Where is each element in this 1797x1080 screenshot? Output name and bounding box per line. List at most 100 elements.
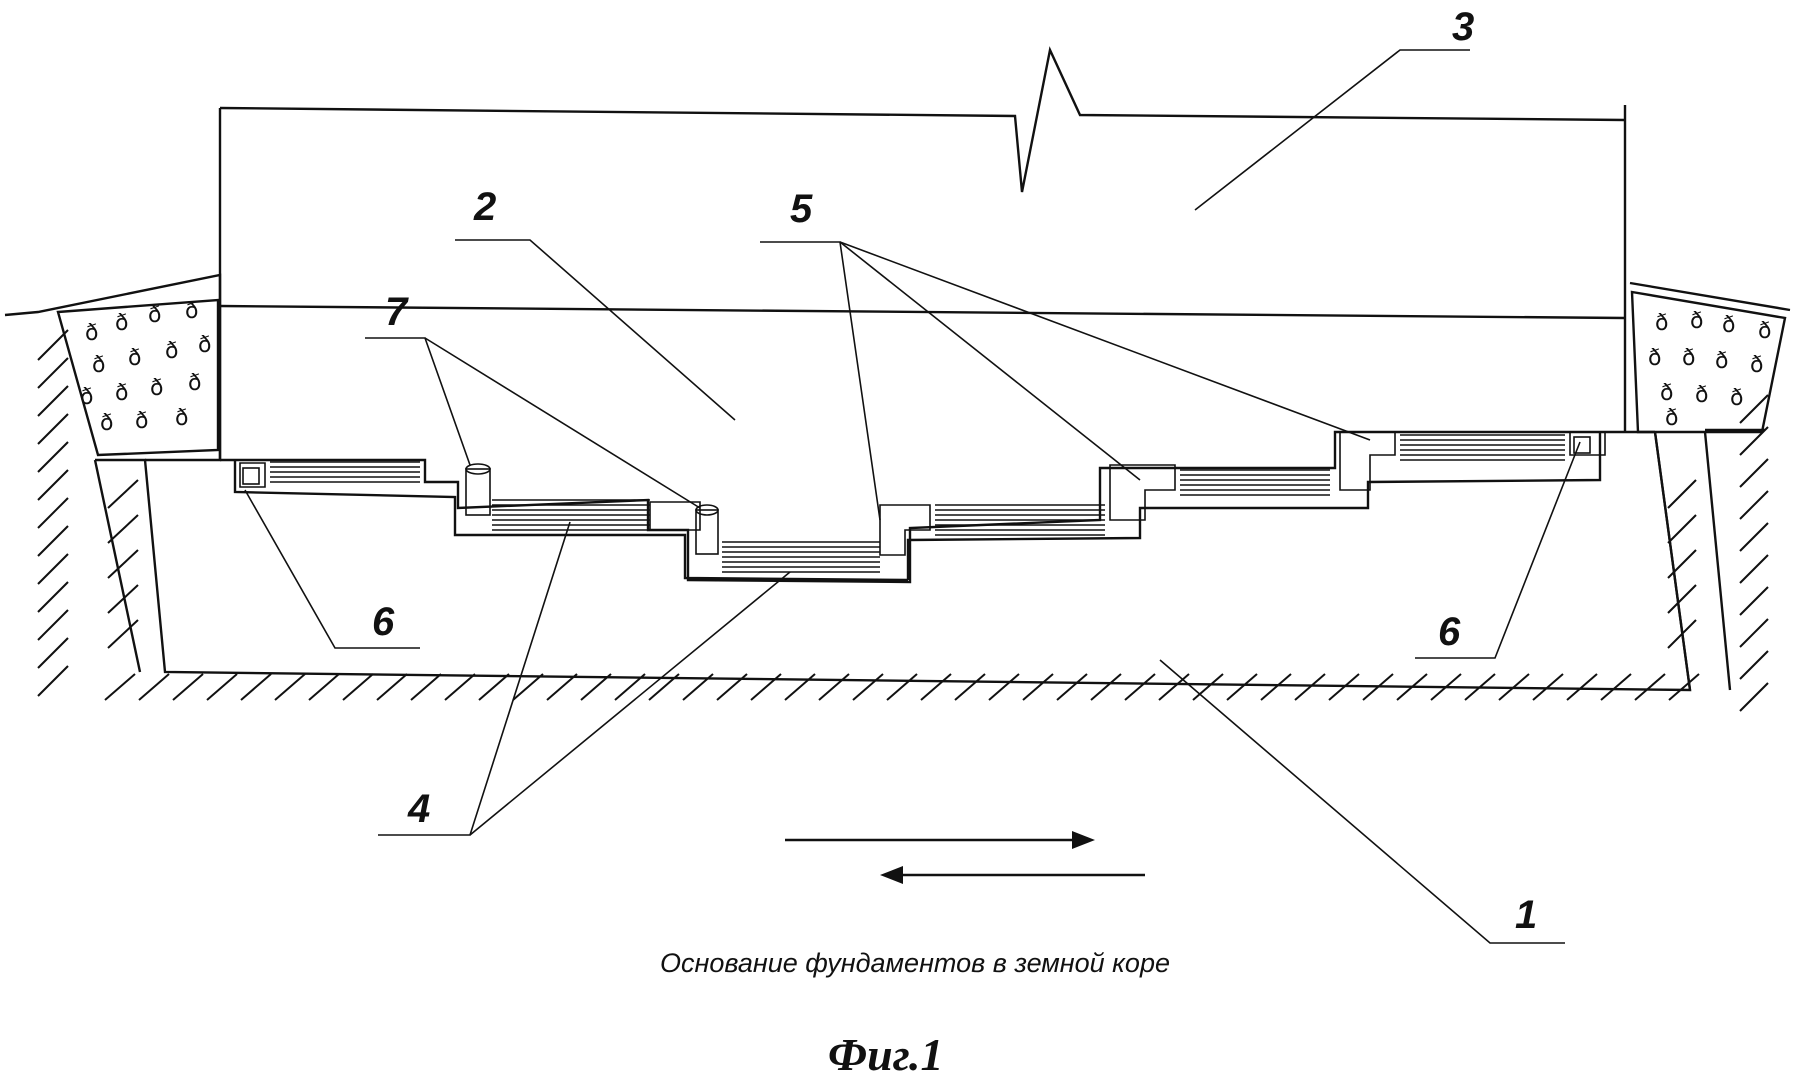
hatch-mark (107, 549, 139, 579)
hatch-mark (1294, 673, 1326, 701)
hatch-mark (1739, 682, 1769, 712)
hatch-mark (37, 469, 69, 501)
hatch-mark (37, 581, 69, 613)
gravel-symbol: ð (128, 346, 141, 371)
gravel-symbol: ð (135, 409, 148, 434)
gravel-symbol: ð (1715, 349, 1728, 374)
hatch-mark (1667, 549, 1697, 579)
hatch-mark (342, 673, 374, 701)
label-5: 5 (790, 187, 813, 231)
hatch-mark (1739, 458, 1769, 488)
hatch-mark (37, 609, 69, 641)
gravel-symbol: ð (185, 299, 198, 324)
gravel-symbol: ð (1690, 309, 1703, 334)
gravel-symbol: ð (92, 353, 105, 378)
hatch-mark (37, 525, 69, 557)
hatch-mark (1056, 673, 1088, 701)
hatch-mark (1739, 426, 1769, 456)
hatch-mark (478, 673, 510, 701)
hatch-mark (138, 673, 170, 701)
hatch-mark (1739, 490, 1769, 520)
hatch-mark (37, 637, 69, 669)
hatch-mark (1260, 673, 1292, 701)
hatch-mark (1600, 673, 1632, 701)
gravel-symbol: ð (100, 411, 113, 436)
label-1: 1 (1515, 893, 1537, 937)
hatch-mark (37, 385, 69, 417)
direction-arrows (785, 831, 1145, 884)
gravel-symbol: ð (150, 376, 163, 401)
gravel-symbol: ð (1695, 383, 1708, 408)
hatch-mark (410, 673, 442, 701)
label-3: 3 (1452, 5, 1474, 49)
hatch-mark (104, 673, 136, 701)
hatch-mark (1667, 584, 1697, 614)
hatch-mark (240, 673, 272, 701)
stops (239, 431, 1606, 556)
gravel-symbol: ð (175, 406, 188, 431)
gravel-symbol: ð (198, 333, 211, 358)
gravel-symbol: ð (148, 303, 161, 328)
hatch-mark (954, 673, 986, 701)
hatch-mark (1158, 673, 1190, 701)
gravel-symbol: ð (1682, 346, 1695, 371)
hatch-mark (1532, 673, 1564, 701)
hatch-mark (1226, 673, 1258, 701)
hatch-mark (1124, 673, 1156, 701)
hatch-mark (107, 479, 139, 509)
hatch-mark (37, 357, 69, 389)
gravel-symbol: ð (1655, 311, 1668, 336)
hatch-mark (818, 673, 850, 701)
hatch-mark (274, 673, 306, 701)
hatch-mark (376, 673, 408, 701)
gravel-symbol: ð (188, 371, 201, 396)
hatch-mark (37, 413, 69, 445)
hatch-mark (852, 673, 884, 701)
hatch-mark (1022, 673, 1054, 701)
stepped-foundation (220, 430, 1655, 584)
label-7: 7 (385, 290, 409, 334)
sliding-plates (270, 434, 1565, 573)
hatch-mark (886, 673, 918, 701)
hatch-mark (107, 619, 139, 649)
ground-hatching (37, 329, 1769, 712)
hatch-mark (1192, 673, 1224, 701)
building-structure (218, 46, 1627, 460)
hatch-mark (1739, 618, 1769, 648)
hatch-mark (1739, 554, 1769, 584)
figure-caption: Основание фундаментов в земной коре (660, 948, 1170, 978)
hatch-mark (1090, 673, 1122, 701)
foundation-base (93, 431, 1732, 692)
hatch-mark (308, 673, 340, 701)
hatch-mark (920, 673, 952, 701)
gravel-symbol: ð (1730, 386, 1743, 411)
hatch-mark (1667, 514, 1697, 544)
hatch-mark (1668, 673, 1700, 701)
figure-label: Фиг.1 (828, 1029, 944, 1080)
gravel-symbol: ð (1758, 319, 1771, 344)
gravel-symbol: ð (115, 381, 128, 406)
gravel-symbol: ð (85, 321, 98, 346)
leader-lines (244, 49, 1581, 944)
hatch-mark (444, 673, 476, 701)
hatch-mark (1739, 586, 1769, 616)
hatch-mark (546, 673, 578, 701)
hatch-mark (206, 673, 238, 701)
hatch-mark (37, 329, 69, 361)
gravel-symbol: ð (1722, 313, 1735, 338)
hatch-mark (784, 673, 816, 701)
cylinders (242, 436, 1591, 555)
hatch-mark (107, 514, 139, 544)
hatch-mark (1739, 394, 1769, 424)
gravel-symbol: ð (1660, 381, 1673, 406)
hatch-mark (1566, 673, 1598, 701)
hatch-mark (1739, 650, 1769, 680)
gravel-symbol: ð (1648, 346, 1661, 371)
hatch-mark (1634, 673, 1666, 701)
label-2: 2 (473, 185, 496, 229)
